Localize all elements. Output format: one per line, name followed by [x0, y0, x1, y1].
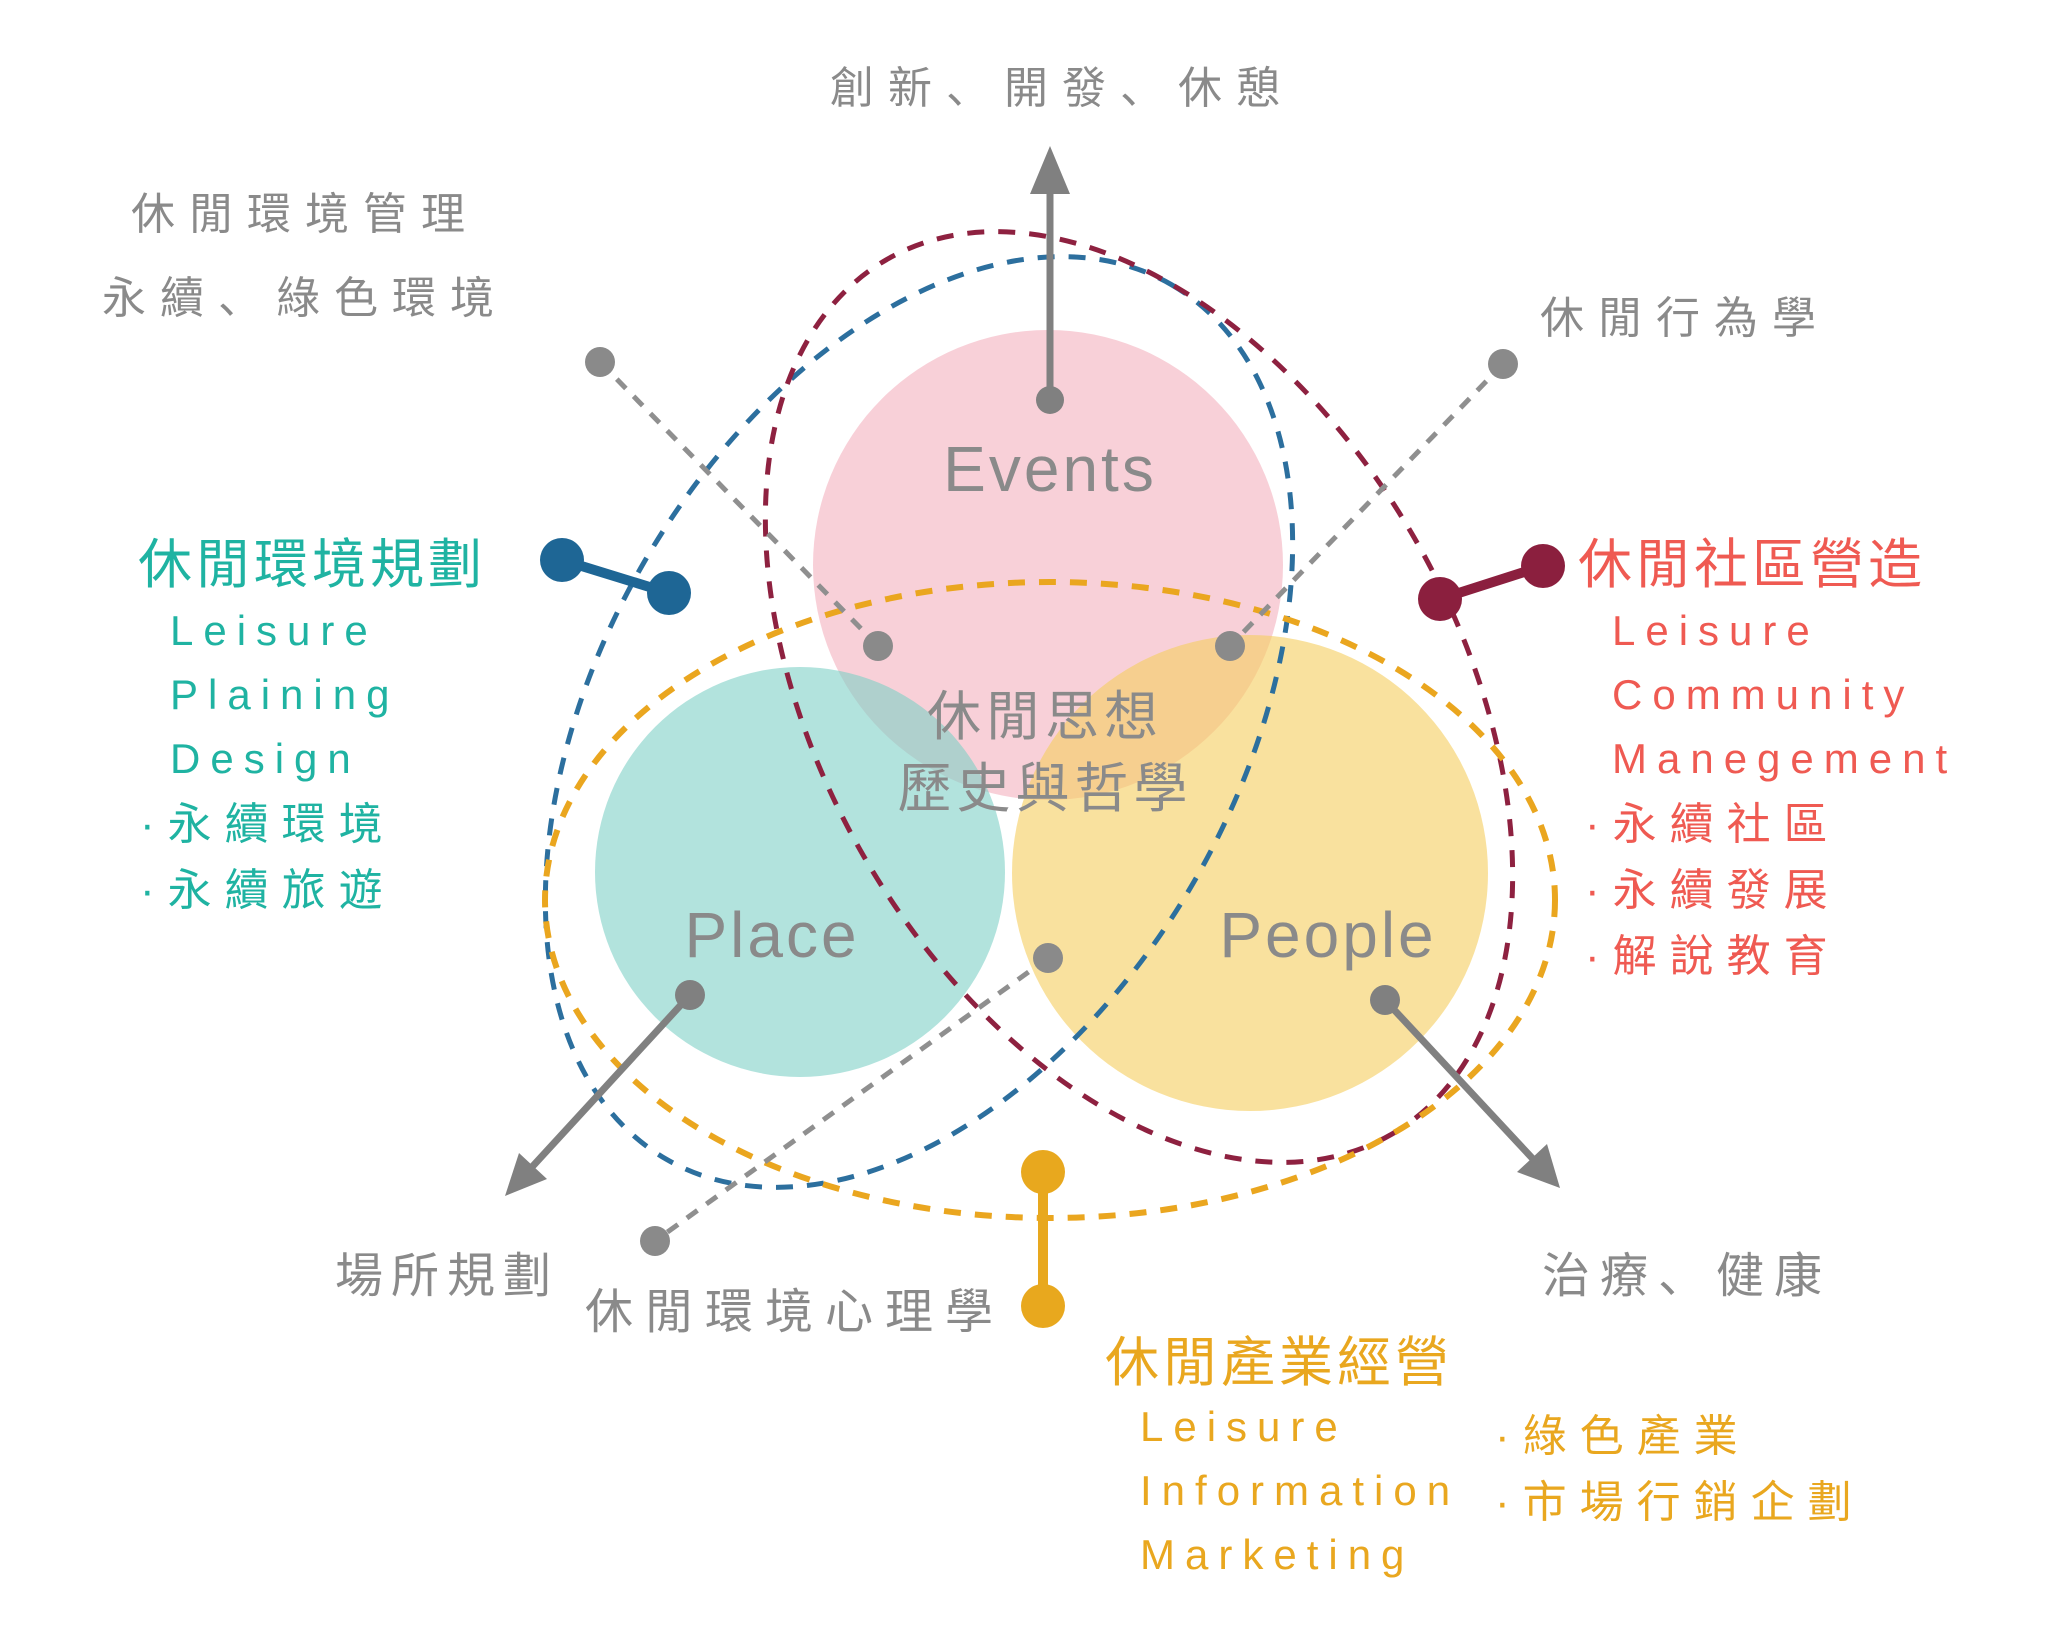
industry-bullet-1: ·綠色產業: [1495, 1412, 1751, 1461]
topleft-dashed-line: [598, 360, 880, 648]
planning-en-2: Plaining: [170, 671, 400, 718]
community-title: 休閒社區營造: [1578, 535, 1926, 595]
place-arrow-dot: [675, 980, 705, 1010]
planning-connector-dot-right: [647, 571, 691, 615]
callout-top-left-line1: 休閒環境管理: [131, 190, 479, 239]
planning-bullet-1: ·永續環境: [140, 800, 396, 849]
industry-en-3: Marketing: [1140, 1531, 1415, 1578]
callout-bottom-center: 休閒環境心理學: [585, 1286, 1006, 1339]
blue-dashed-ellipse: [542, 254, 1296, 1190]
planning-en-1: Leisure: [170, 607, 378, 654]
planning-bullet-2: ·永續旅遊: [140, 866, 396, 915]
psychology-dashed-line: [653, 955, 1050, 1244]
place-arrow-line: [529, 992, 693, 1170]
people-arrow-line: [1382, 997, 1536, 1162]
people-arrow-icon: [1517, 1144, 1560, 1188]
community-connector-dot-right: [1521, 544, 1565, 588]
place-arrow-icon: [505, 1153, 547, 1196]
maroon-dashed-ellipse: [762, 229, 1516, 1165]
events-arrow-dot: [1036, 386, 1064, 414]
topright-dot-outer: [1488, 349, 1518, 379]
callout-bottom-right: 治療、健康: [1542, 1250, 1833, 1303]
planning-en-3: Design: [170, 735, 361, 782]
industry-en-1: Leisure: [1140, 1403, 1348, 1450]
topright-dot-inner: [1215, 631, 1245, 661]
up-arrow-icon: [1030, 146, 1070, 194]
industry-connector-dot-top: [1021, 1150, 1065, 1194]
callout-top-left-line2: 永續、綠色環境: [102, 274, 508, 323]
topleft-dot-inner: [863, 631, 893, 661]
callout-top: 創新、開發、休憩: [830, 64, 1294, 113]
events-label: Events: [943, 433, 1157, 505]
place-label: Place: [684, 899, 860, 971]
industry-en-2: Information: [1140, 1467, 1461, 1514]
industry-title: 休閒產業經營: [1105, 1333, 1453, 1393]
center-dot: [1033, 943, 1063, 973]
topleft-dot-outer: [585, 347, 615, 377]
psychology-dot: [640, 1226, 670, 1256]
center-label-line1: 休閒思想: [927, 687, 1163, 747]
industry-connector-dot-bottom: [1021, 1284, 1065, 1328]
community-bullet-2: ·永續發展: [1585, 866, 1841, 915]
callout-bottom-left: 場所規劃: [335, 1250, 560, 1303]
community-en-2: Community: [1612, 671, 1915, 718]
community-en-1: Leisure: [1612, 607, 1820, 654]
people-arrow-dot: [1370, 985, 1400, 1015]
people-label: People: [1219, 899, 1437, 971]
planning-title: 休閒環境規劃: [138, 535, 486, 595]
planning-connector-dot-left: [540, 538, 584, 582]
people-circle: [1012, 635, 1488, 1111]
amber-dashed-ellipse: [542, 579, 1558, 1221]
community-connector-dot-left: [1418, 577, 1462, 621]
center-label-line2: 歷史與哲學: [897, 759, 1193, 819]
community-bullet-3: ·解說教育: [1585, 932, 1841, 981]
place-circle: [595, 667, 1005, 1077]
callout-top-right: 休閒行為學: [1540, 294, 1830, 343]
topright-dashed-line: [1228, 362, 1505, 648]
community-bullet-1: ·永續社區: [1585, 800, 1841, 849]
community-en-3: Manegement: [1612, 735, 1958, 782]
industry-bullet-2: ·市場行銷企劃: [1495, 1478, 1865, 1527]
